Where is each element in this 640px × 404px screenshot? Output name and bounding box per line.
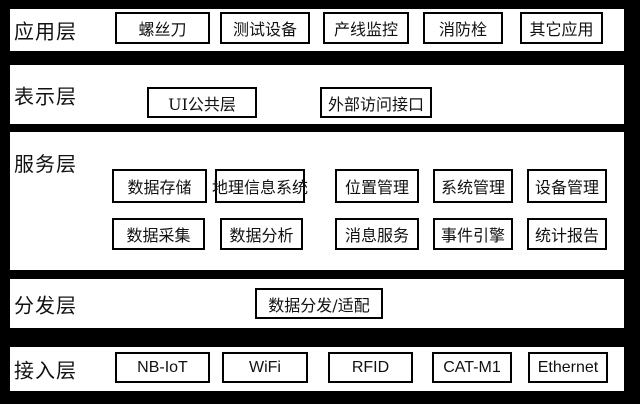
data-distribution-adapter-box: 数据分发/适配 — [255, 288, 383, 319]
distribution-layer-label: 分发层 — [14, 293, 77, 317]
service-layer-label: 服务层 — [14, 152, 77, 176]
access-layer-band: 接入层 NB-IoT WiFi RFID CAT-M1 Ethernet — [8, 345, 626, 393]
gis-box: 地理信息系统 — [212, 169, 308, 203]
application-layer-band: 应用层 螺丝刀 测试设备 产线监控 消防栓 其它应用 — [8, 7, 626, 53]
rfid-box: RFID — [328, 352, 413, 383]
event-engine-box: 事件引擎 — [433, 218, 513, 250]
message-service-box: 消息服务 — [335, 218, 419, 250]
screwdriver-box: 螺丝刀 — [115, 12, 210, 44]
ui-common-layer-box: UI公共层 — [147, 87, 257, 118]
nb-iot-box: NB-IoT — [115, 352, 210, 383]
presentation-layer-band: 表示层 UI公共层 外部访问接口 — [8, 63, 626, 126]
system-management-box: 系统管理 — [433, 169, 513, 203]
application-layer-label: 应用层 — [14, 19, 77, 44]
ethernet-box: Ethernet — [528, 352, 608, 383]
service-layer-band: 服务层 数据存储 地理信息系统 位置管理 系统管理 设备管理 数据采集 数据分析… — [8, 130, 626, 272]
data-collection-box: 数据采集 — [112, 218, 205, 250]
distribution-layer-band: 分发层 数据分发/适配 — [8, 277, 626, 330]
statistics-report-box: 统计报告 — [527, 218, 607, 250]
access-layer-label: 接入层 — [14, 358, 77, 383]
presentation-layer-label: 表示层 — [14, 84, 77, 108]
fire-hydrant-box: 消防栓 — [423, 12, 503, 44]
data-analysis-box: 数据分析 — [220, 218, 303, 250]
external-access-interface-box: 外部访问接口 — [320, 87, 432, 118]
data-storage-box: 数据存储 — [112, 169, 207, 203]
production-line-monitor-box: 产线监控 — [323, 12, 409, 44]
cat-m1-box: CAT-M1 — [432, 352, 512, 383]
location-management-box: 位置管理 — [335, 169, 419, 203]
test-equipment-box: 测试设备 — [220, 12, 310, 44]
device-management-box: 设备管理 — [527, 169, 607, 203]
other-apps-box: 其它应用 — [520, 12, 603, 44]
wifi-box: WiFi — [222, 352, 308, 383]
